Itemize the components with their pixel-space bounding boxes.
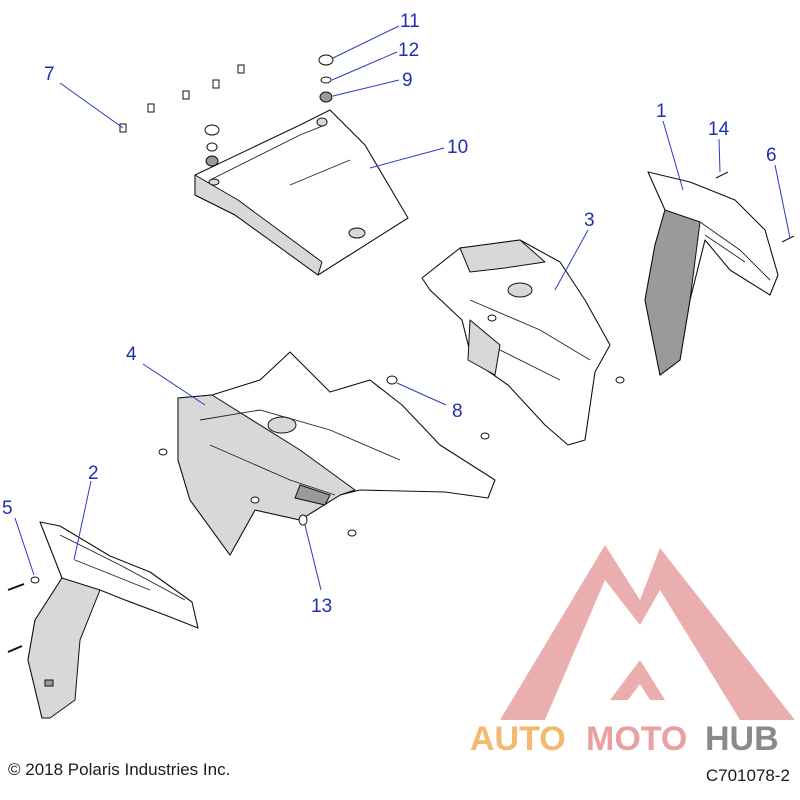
part-2-panel [27, 521, 199, 719]
watermark-word-moto: MOTO [586, 720, 687, 758]
watermark-word-auto: AUTO [470, 720, 566, 758]
callout-7: 7 [44, 64, 55, 85]
part-7-screws [119, 64, 245, 133]
part-9-grommet [319, 91, 333, 103]
part-13-screw [298, 514, 308, 526]
part-3-panel [421, 239, 611, 446]
callout-13: 13 [311, 596, 332, 617]
misc-screws [158, 314, 625, 537]
leader-13 [304, 524, 322, 591]
leader-1 [662, 120, 684, 191]
callout-3: 3 [584, 210, 595, 231]
leader-10 [369, 147, 445, 169]
callout-4: 4 [126, 344, 137, 365]
drawing-number: C701078-2 [705, 766, 790, 785]
watermark-inner [590, 650, 690, 720]
leader-11 [332, 25, 400, 59]
part-4-panel [177, 351, 496, 556]
leader-3 [554, 229, 589, 291]
callout-12: 12 [398, 40, 419, 61]
callout-9: 9 [402, 70, 413, 91]
callout-11: 11 [400, 11, 420, 32]
callout-2: 2 [88, 463, 99, 484]
watermark-word-hub: HUB [705, 720, 779, 758]
part-6-screw [781, 235, 795, 243]
part-11-clip [318, 54, 334, 66]
leader-7 [59, 82, 124, 129]
callout-10: 10 [447, 137, 468, 158]
callout-14: 14 [708, 119, 730, 140]
leader-2 [73, 480, 92, 561]
watermark-logo [500, 545, 795, 720]
callout-8: 8 [452, 401, 463, 422]
leader-12 [331, 51, 398, 81]
part-8-screw [386, 375, 398, 385]
callout-1: 1 [656, 101, 667, 122]
leader-8 [396, 382, 447, 406]
copyright-notice: © 2018 Polaris Industries Inc. [8, 760, 231, 779]
part-1-side-panel [644, 171, 779, 376]
watermark-triangle [500, 545, 795, 720]
callout-6: 6 [766, 145, 777, 166]
callout-5: 5 [2, 498, 13, 519]
leader-6 [774, 164, 791, 239]
leader-9 [332, 79, 400, 97]
part-14-screw [715, 171, 729, 179]
callout-labels: 1 2 3 4 5 6 7 8 9 10 11 12 13 14 [2, 11, 777, 617]
leader-5 [14, 517, 35, 576]
leader-lines [14, 25, 791, 591]
part-12-washer [320, 76, 332, 84]
part-10-rivets [204, 124, 220, 167]
leader-4 [142, 363, 206, 406]
leader-14 [718, 138, 721, 173]
part-5-screws [7, 576, 40, 653]
part-10-cover [194, 109, 409, 276]
watermark-inner-2 [610, 660, 665, 700]
